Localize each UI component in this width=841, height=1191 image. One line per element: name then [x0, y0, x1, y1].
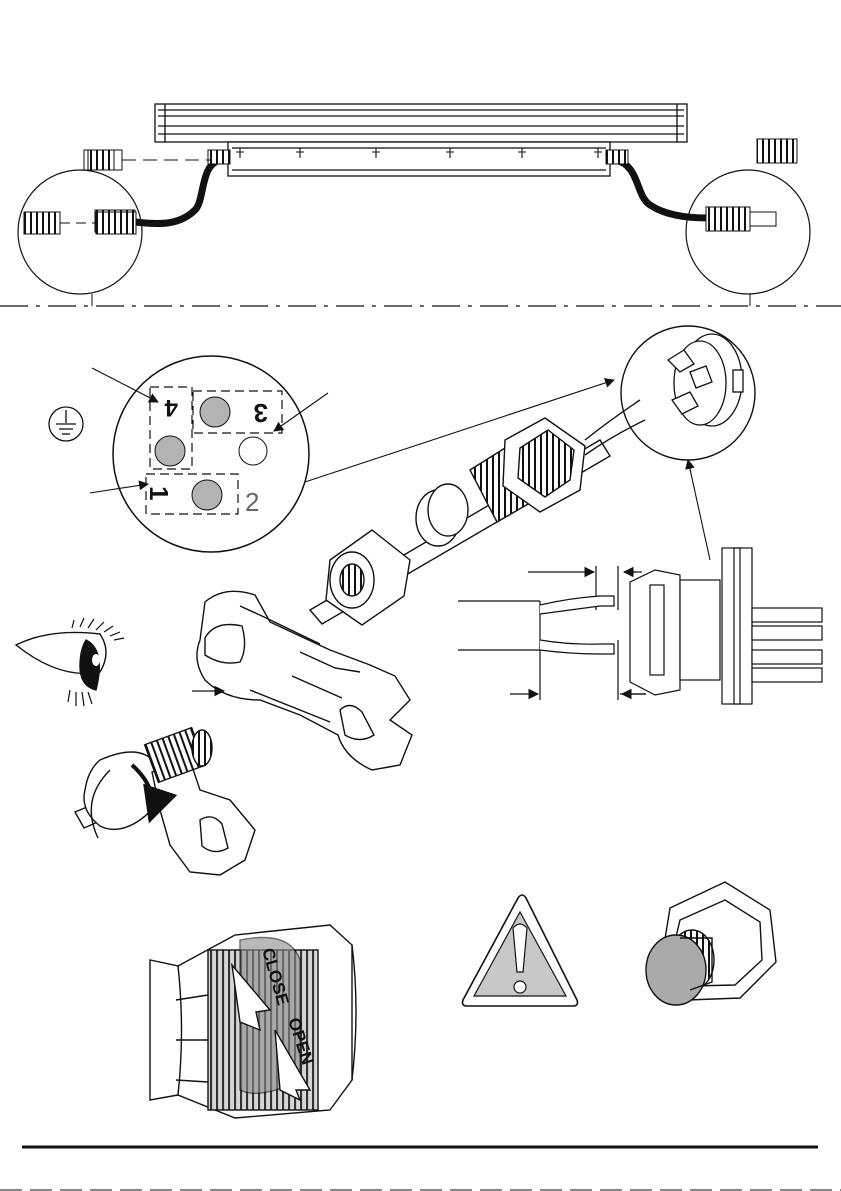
left-loose-connector	[84, 150, 210, 170]
pin-2-label: 2	[245, 487, 259, 517]
close-open-ring-diagram	[150, 925, 356, 1118]
wire-strip-diagram	[458, 548, 822, 704]
insert-detail-circle	[621, 326, 755, 560]
pin-4-label: 4	[164, 394, 178, 421]
pin-1-label: 1	[144, 486, 174, 500]
ground-symbol-icon	[49, 407, 83, 441]
exploded-connector	[310, 400, 645, 625]
right-cap-connector	[757, 139, 797, 163]
eye-icon	[16, 618, 124, 706]
tightening-step	[75, 728, 255, 875]
wrench-tool	[197, 591, 412, 770]
luminaire-assembly	[155, 104, 687, 176]
left-detail-circle	[18, 170, 142, 306]
right-detail-circle	[686, 170, 810, 306]
warning-triangle-icon	[463, 895, 578, 1006]
sealing-cap	[646, 882, 776, 1005]
right-cable	[606, 150, 776, 231]
pin-3-label: 3	[254, 398, 268, 428]
connector-face-diagram	[113, 356, 309, 552]
